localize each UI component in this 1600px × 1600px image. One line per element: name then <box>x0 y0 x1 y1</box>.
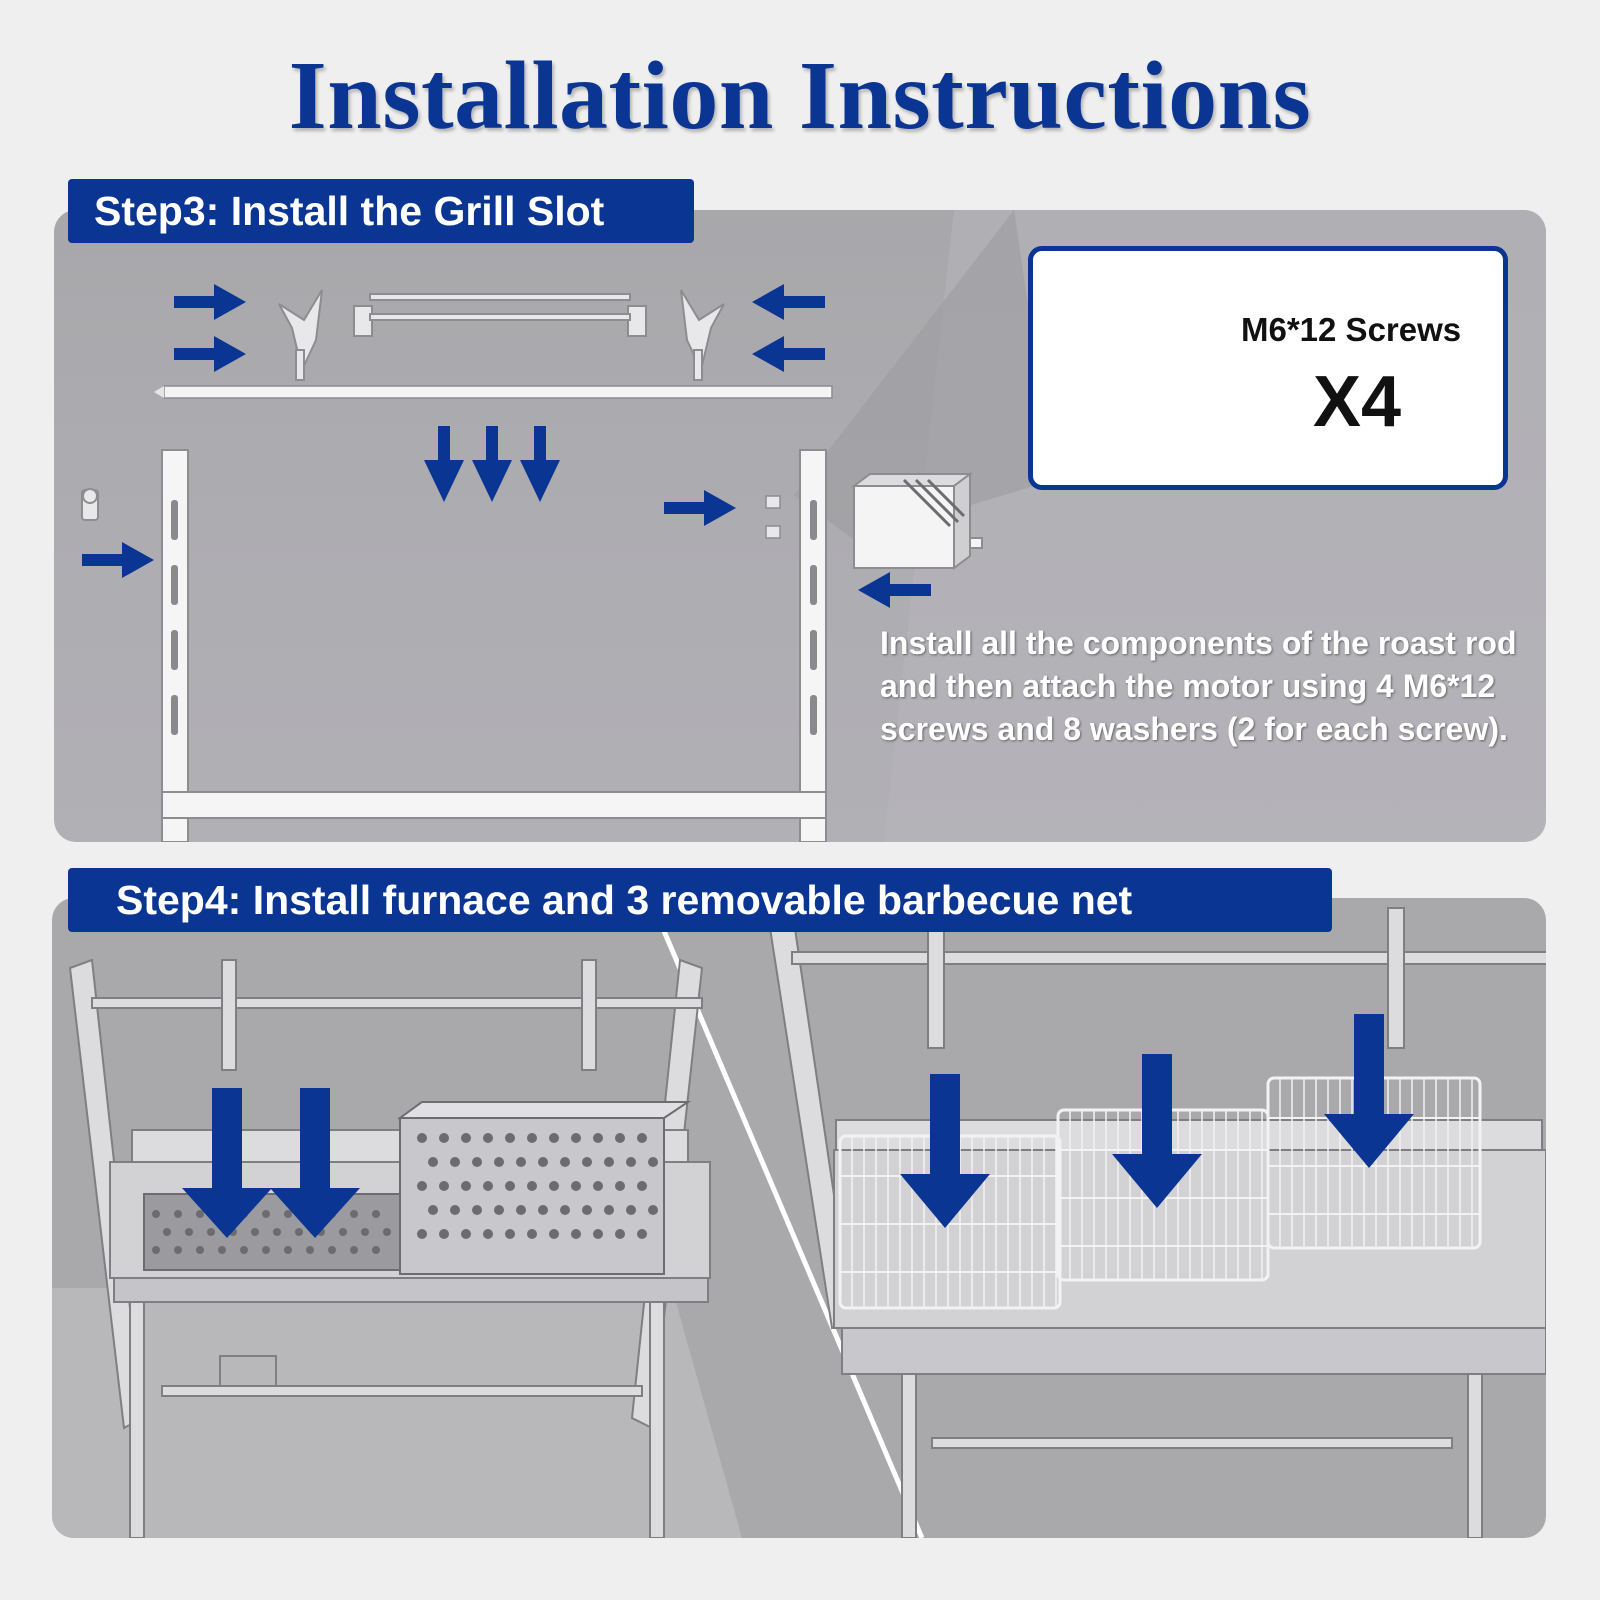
arrow-right-icon <box>174 284 246 372</box>
fork-prong-left <box>278 289 323 381</box>
step4-illustration <box>52 898 1546 1538</box>
arrow-right-icon <box>664 490 736 526</box>
small-screws <box>765 495 781 539</box>
furnace-holes <box>152 1133 658 1254</box>
arrow-down-icon <box>900 1014 1414 1228</box>
arrow-down-icon <box>424 426 560 502</box>
screws-callout: M6*12 Screws X4 <box>1028 246 1508 490</box>
step3-label: Step3: Install the Grill Slot <box>68 179 694 243</box>
spit-rod <box>154 385 833 399</box>
step3-description: Install all the components of the roast … <box>880 625 1517 747</box>
rod-holder <box>353 293 647 337</box>
grill-frame <box>161 449 827 842</box>
screws-callout-quantity: X4 <box>1313 362 1402 442</box>
screws-callout-title: M6*12 Screws <box>1241 311 1462 348</box>
step4-panel <box>52 898 1546 1538</box>
motor-icon <box>851 472 983 570</box>
fork-prong-right <box>680 289 725 381</box>
zoom-beam <box>794 210 1054 540</box>
knob-part <box>81 488 99 521</box>
arrow-left-icon <box>752 284 825 372</box>
step4-label: Step4: Install furnace and 3 removable b… <box>68 868 1332 932</box>
arrow-down-icon <box>182 1088 360 1238</box>
furnace-box <box>396 1101 692 1275</box>
page-title: Installation Instructions <box>288 42 1312 150</box>
arrow-left-icon <box>858 572 931 608</box>
arrow-right-icon <box>82 542 154 578</box>
